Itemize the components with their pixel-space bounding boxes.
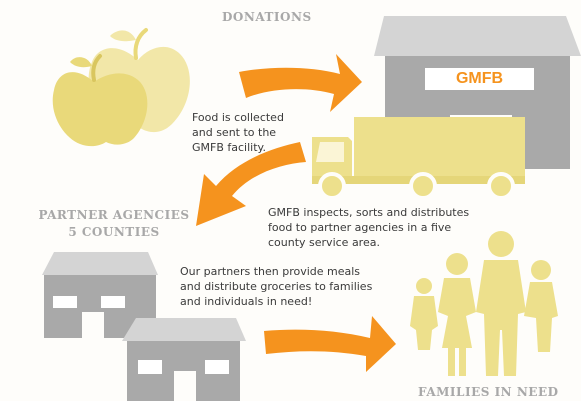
arrow-icon	[239, 54, 362, 112]
gmfb-building-label: GMFB	[425, 68, 534, 90]
arrow-icon	[196, 142, 306, 226]
donations-heading: DONATIONS	[222, 10, 312, 24]
arrow-icon	[264, 316, 396, 372]
step-partners-text: Our partners then provide meals and dist…	[180, 265, 373, 308]
step-inspects-text: GMFB inspects, sorts and distributes foo…	[268, 206, 470, 249]
house-icon	[122, 318, 246, 401]
partner-agencies-heading: PARTNER AGENCIES	[38, 208, 190, 222]
apples-icon	[52, 28, 190, 147]
family-icon	[410, 231, 558, 376]
families-heading: FAMILIES IN NEED	[418, 385, 559, 399]
step-collected-text: Food is collected and sent to the GMFB f…	[192, 111, 284, 154]
counties-subheading: 5 COUNTIES	[68, 225, 160, 239]
truck-icon	[312, 117, 525, 200]
